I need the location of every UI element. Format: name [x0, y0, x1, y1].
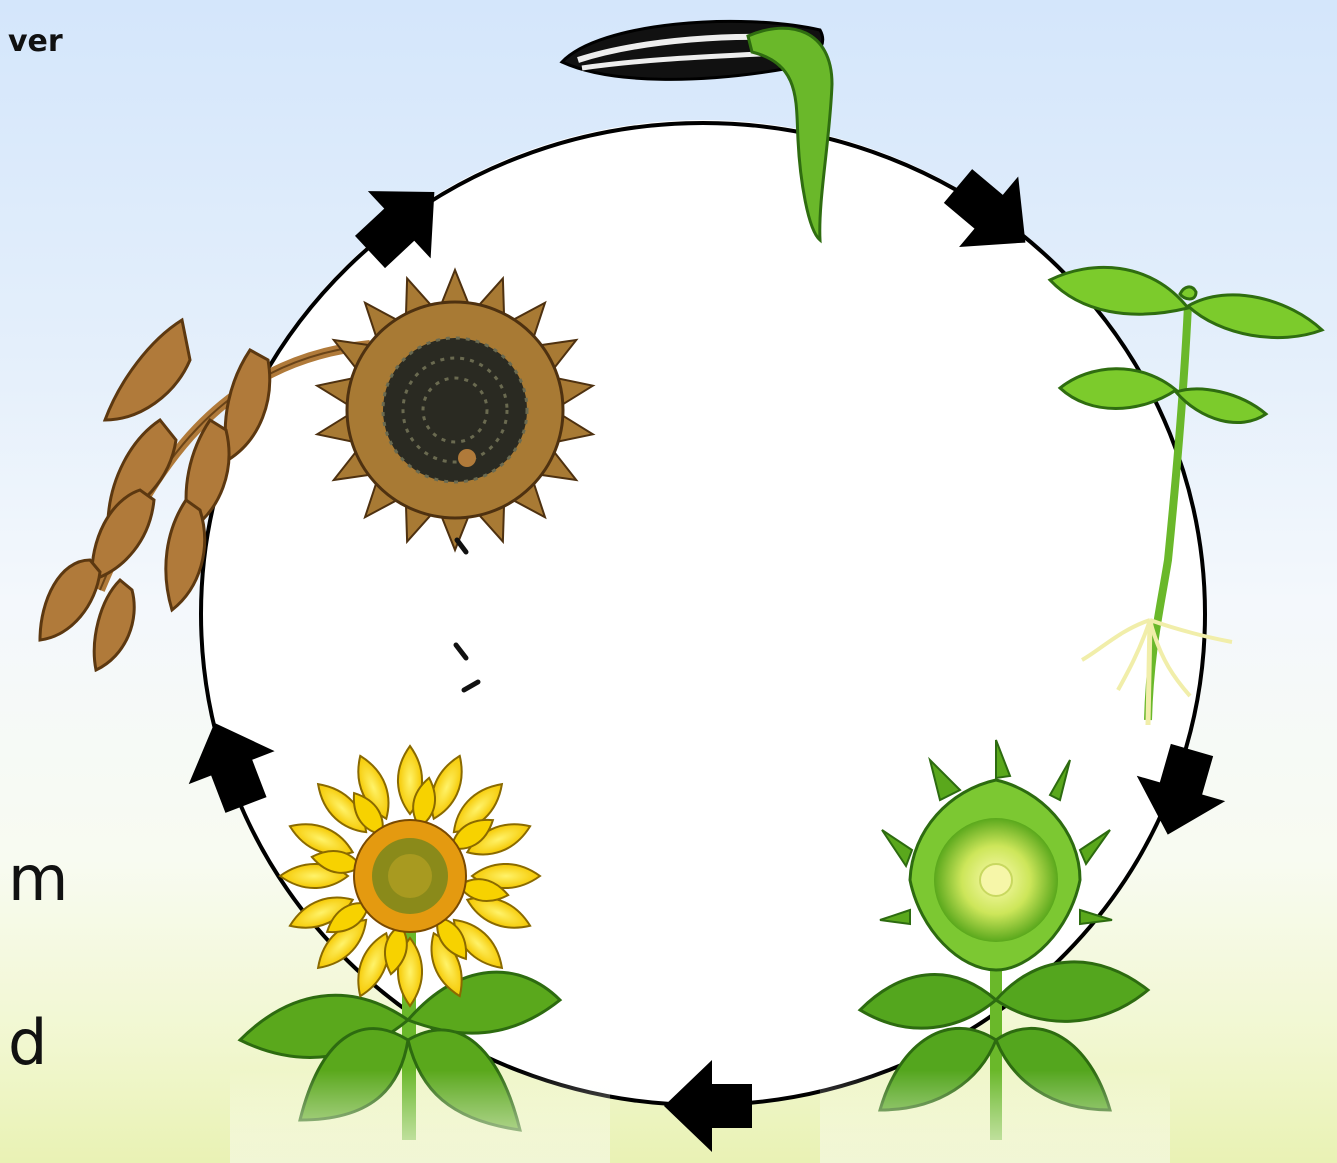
cycle-arrow-top-left	[339, 158, 466, 285]
cycle-arrow-right	[1124, 737, 1237, 847]
cycle-ring	[201, 123, 1205, 1105]
dried-seed-head	[40, 270, 595, 690]
cycle-arrow-left	[172, 706, 289, 821]
seedling	[1050, 267, 1322, 725]
cycle-arrow-top-right	[928, 151, 1055, 278]
cycle-arrow-bottom	[664, 1060, 752, 1152]
